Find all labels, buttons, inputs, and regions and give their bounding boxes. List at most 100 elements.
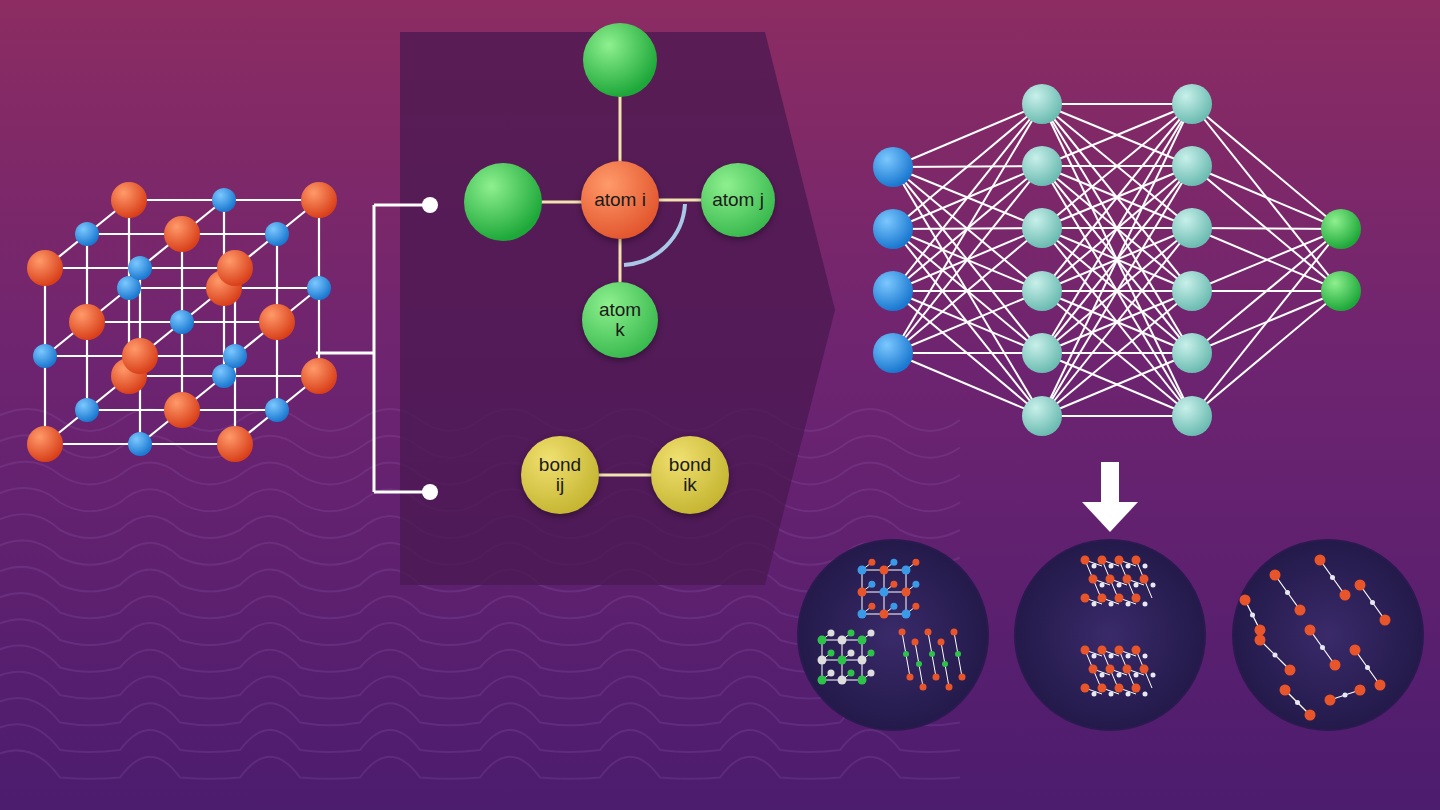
mini-atom <box>1092 692 1097 697</box>
mini-atom <box>1092 564 1097 569</box>
mini-atom <box>838 636 847 645</box>
mini-atom <box>1143 602 1148 607</box>
mini-bond <box>902 632 910 677</box>
neuron <box>1022 396 1062 436</box>
mini-atom <box>1330 575 1335 580</box>
mini-bond <box>928 632 936 677</box>
bond-connector <box>599 474 651 477</box>
neuron <box>1321 271 1361 311</box>
mini-atom <box>942 661 948 667</box>
lattice-atom <box>307 276 331 300</box>
network-link <box>893 104 1042 229</box>
mini-atom <box>1285 590 1290 595</box>
lattice-atom <box>69 304 105 340</box>
neighbour-atom <box>583 23 657 97</box>
network-link <box>1042 104 1192 291</box>
mini-atom <box>1255 635 1266 646</box>
mini-atom <box>1295 700 1300 705</box>
mini-atom <box>848 630 855 637</box>
neuron <box>1172 271 1212 311</box>
bond-circle: bond ij <box>521 436 599 514</box>
network-link <box>1042 228 1192 416</box>
network-link <box>1042 291 1192 416</box>
bond-connector <box>659 199 701 202</box>
network-link <box>1042 104 1192 353</box>
lattice-atom <box>301 358 337 394</box>
network-link <box>1042 166 1192 416</box>
mini-atom <box>1380 615 1391 626</box>
network-link <box>1042 104 1192 416</box>
mini-atom <box>1109 564 1114 569</box>
neuron <box>1172 146 1212 186</box>
mini-atom <box>1126 602 1131 607</box>
mini-atom <box>1255 625 1266 636</box>
mini-atom <box>868 650 875 657</box>
mini-atom <box>1132 646 1141 655</box>
lattice-atom <box>301 182 337 218</box>
mini-atom <box>1115 684 1124 693</box>
network-link <box>1042 291 1192 416</box>
mini-atom <box>880 610 889 619</box>
mini-atom <box>1151 673 1156 678</box>
wave-line <box>0 750 960 778</box>
lattice-atom <box>212 188 236 212</box>
mini-atom <box>1325 695 1336 706</box>
mini-atom <box>1143 692 1148 697</box>
neuron <box>1172 396 1212 436</box>
mini-atom <box>890 559 897 566</box>
lattice-atom <box>75 398 99 422</box>
lattice-atom <box>27 426 63 462</box>
network-link <box>1042 166 1192 416</box>
lattice-atom <box>217 426 253 462</box>
network-link <box>1192 229 1341 353</box>
network-link <box>893 167 1042 353</box>
mini-atom <box>925 629 932 636</box>
mini-atom <box>1109 654 1114 659</box>
mini-atom <box>1240 595 1251 606</box>
mini-bond <box>941 642 949 687</box>
mini-atom <box>818 656 827 665</box>
network-link <box>893 291 1042 416</box>
network-link <box>1192 228 1341 291</box>
network-link <box>1192 166 1341 229</box>
network-link <box>1042 104 1192 416</box>
mini-atom <box>1320 645 1325 650</box>
node-label: atom j <box>712 190 764 210</box>
atom-circle: atom j <box>701 163 775 237</box>
mini-bond <box>915 642 923 687</box>
mini-atom <box>1126 654 1131 659</box>
mini-atom <box>1355 580 1366 591</box>
mini-atom <box>1126 692 1131 697</box>
mini-atom <box>955 651 961 657</box>
node-label: bond ij <box>534 455 586 495</box>
neuron <box>1022 84 1062 124</box>
crystal-lattice <box>27 182 337 462</box>
mini-atom <box>1092 654 1097 659</box>
mini-atom <box>848 670 855 677</box>
mini-atom <box>1115 646 1124 655</box>
mini-atom <box>818 676 827 685</box>
mini-atom <box>848 650 855 657</box>
network-link <box>1042 353 1192 416</box>
mini-atom <box>912 559 919 566</box>
mini-atom <box>902 566 911 575</box>
mini-atom <box>1365 665 1370 670</box>
mini-bond <box>1320 560 1345 595</box>
atom-circle: atom k <box>582 282 658 358</box>
mini-atom <box>1350 645 1361 656</box>
mini-atom <box>1305 710 1316 721</box>
mini-bond <box>1355 650 1380 685</box>
network-link <box>893 104 1042 291</box>
mini-atom <box>912 603 919 610</box>
mini-atom <box>868 559 875 566</box>
network-link <box>1042 104 1192 166</box>
lattice-atom <box>164 216 200 252</box>
network-link <box>893 166 1042 353</box>
neuron <box>873 333 913 373</box>
node-label: atom i <box>594 190 646 210</box>
network-link <box>893 291 1042 353</box>
mini-atom <box>858 610 867 619</box>
lattice-atom <box>164 392 200 428</box>
network-link <box>1192 104 1341 291</box>
